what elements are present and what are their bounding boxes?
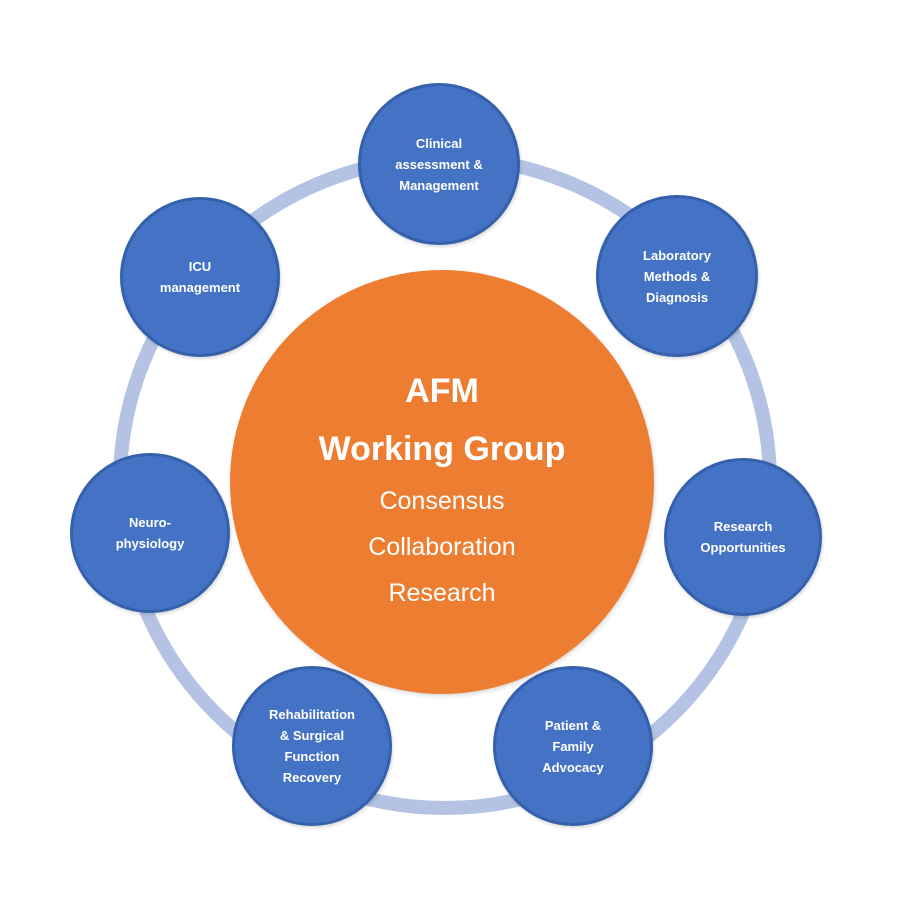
node-label: Clinical assessment & Management bbox=[395, 135, 483, 193]
node-rehabilitation-surgical-function-recovery: Rehabilitation & Surgical Function Recov… bbox=[232, 666, 392, 826]
node-neurophysiology: Neuro- physiology bbox=[70, 453, 230, 613]
center-title-working-group: Working Group bbox=[318, 430, 566, 468]
center-title-afm: AFM bbox=[405, 372, 479, 410]
center-node-afm-working-group: AFM Working Group Consensus Collaboratio… bbox=[230, 270, 654, 694]
node-patient-family-advocacy: Patient & Family Advocacy bbox=[493, 666, 653, 826]
node-icu-management: ICU management bbox=[120, 197, 280, 357]
node-label: Patient & Family Advocacy bbox=[542, 717, 604, 775]
node-clinical-assessment-management: Clinical assessment & Management bbox=[358, 83, 520, 245]
center-line-research: Research bbox=[388, 579, 496, 607]
center-line-consensus: Consensus bbox=[379, 487, 505, 515]
node-label: Rehabilitation & Surgical Function Recov… bbox=[269, 707, 355, 785]
node-label: ICU management bbox=[159, 259, 241, 295]
node-laboratory-methods-diagnosis: Laboratory Methods & Diagnosis bbox=[596, 195, 758, 357]
node-label: Neuro- physiology bbox=[115, 515, 185, 551]
node-research-opportunities: Research Opportunities bbox=[664, 458, 822, 616]
node-label: Research Opportunities bbox=[700, 519, 786, 555]
center-line-collaboration: Collaboration bbox=[368, 533, 516, 561]
node-label: Laboratory Methods & Diagnosis bbox=[643, 247, 711, 305]
